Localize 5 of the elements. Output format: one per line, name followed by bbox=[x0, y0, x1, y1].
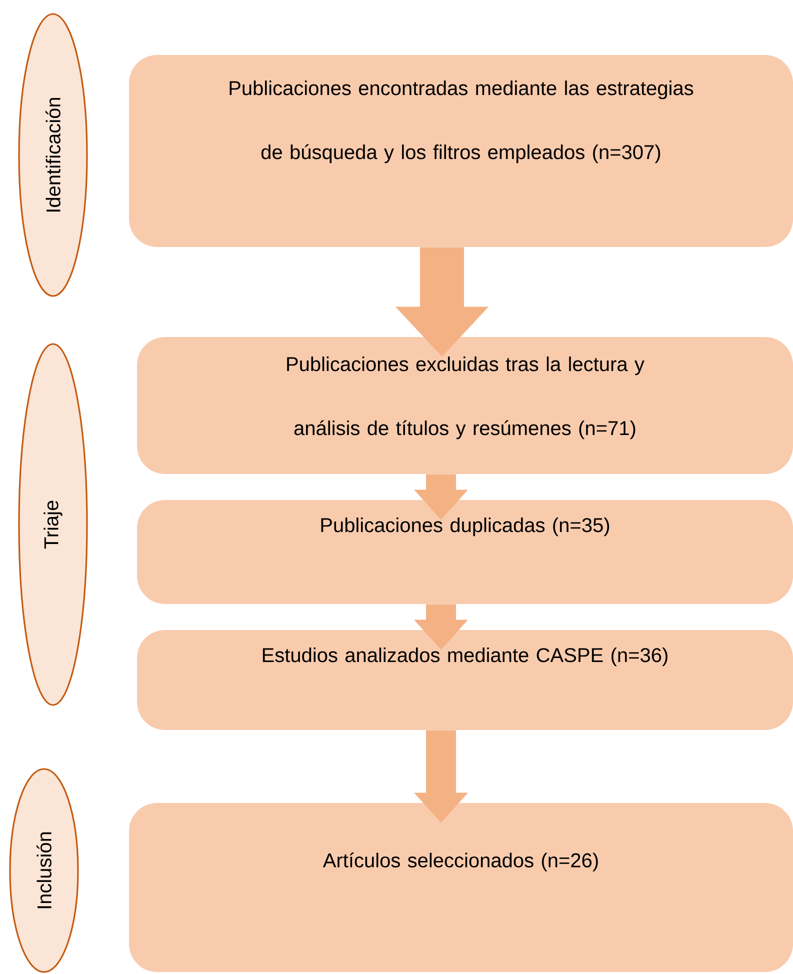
process-box: Publicaciones duplicadas (n=35) bbox=[137, 500, 793, 604]
process-box: Publicaciones encontradas mediante las estrategias de búsqueda y los filtros empleados (n=307) bbox=[129, 55, 793, 247]
process-box: Estudios analizados mediante CASPE (n=36) bbox=[137, 630, 793, 730]
process-box: Publicaciones excluidas tras la lectura y análisis de títulos y resúmenes (n=71) bbox=[137, 337, 793, 474]
process-box: Artículos seleccionados (n=26) bbox=[129, 803, 793, 972]
